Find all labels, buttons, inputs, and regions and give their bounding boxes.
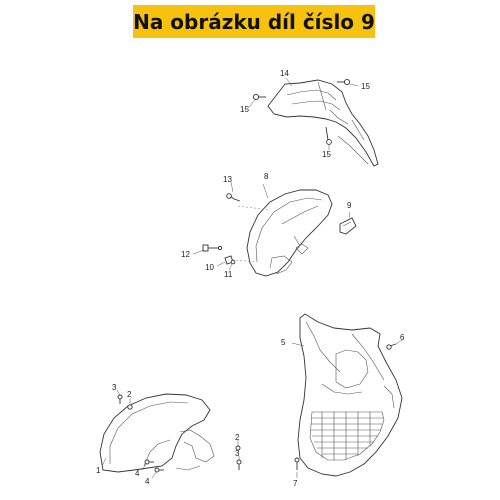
washer-2-left <box>127 404 133 410</box>
callout-13: 13 <box>223 175 232 184</box>
screw-3-left <box>117 394 123 404</box>
washer-11 <box>230 259 236 265</box>
callout-2-left: 2 <box>127 390 132 399</box>
screw-4-left <box>144 459 154 465</box>
callout-11: 11 <box>224 270 233 279</box>
bracket-9[interactable] <box>339 211 357 235</box>
callout-8: 8 <box>264 172 269 181</box>
inner-fender-5 <box>297 313 403 477</box>
callout-3-left: 3 <box>112 383 117 392</box>
screw-7 <box>294 457 300 470</box>
title-banner: Na obrázku díl číslo 9 <box>133 5 375 38</box>
callout-1: 1 <box>96 466 101 475</box>
callout-14: 14 <box>280 69 289 78</box>
rear-mudguard-14 <box>267 79 379 167</box>
bolt-15-right <box>337 78 359 87</box>
callout-2-mid: 2 <box>235 433 240 442</box>
front-fender-8 <box>246 189 333 277</box>
callout-4-mid: 4 <box>145 477 150 486</box>
grille <box>309 411 385 461</box>
callout-10: 10 <box>205 263 214 272</box>
screw-3-mid <box>236 459 242 470</box>
screw-12 <box>202 244 223 252</box>
screw-4-mid <box>154 467 164 473</box>
callout-5: 5 <box>281 338 286 347</box>
screw-13 <box>226 193 241 202</box>
bolt-15-bottom <box>325 126 332 150</box>
callout-15-right: 15 <box>361 82 370 91</box>
callout-3-mid: 3 <box>235 449 240 458</box>
banner-title: Na obrázku díl číslo 9 <box>133 9 375 34</box>
screw-6 <box>386 343 397 350</box>
callout-6: 6 <box>400 333 405 342</box>
bolt-15-left <box>247 93 266 109</box>
callout-15-bottom: 15 <box>322 150 331 159</box>
callout-12: 12 <box>181 250 190 259</box>
callout-15-left: 15 <box>240 105 249 114</box>
callout-7: 7 <box>293 479 298 488</box>
callout-4-left: 4 <box>135 469 140 478</box>
callout-9: 9 <box>347 201 352 210</box>
front-mudguard-1 <box>99 393 215 473</box>
